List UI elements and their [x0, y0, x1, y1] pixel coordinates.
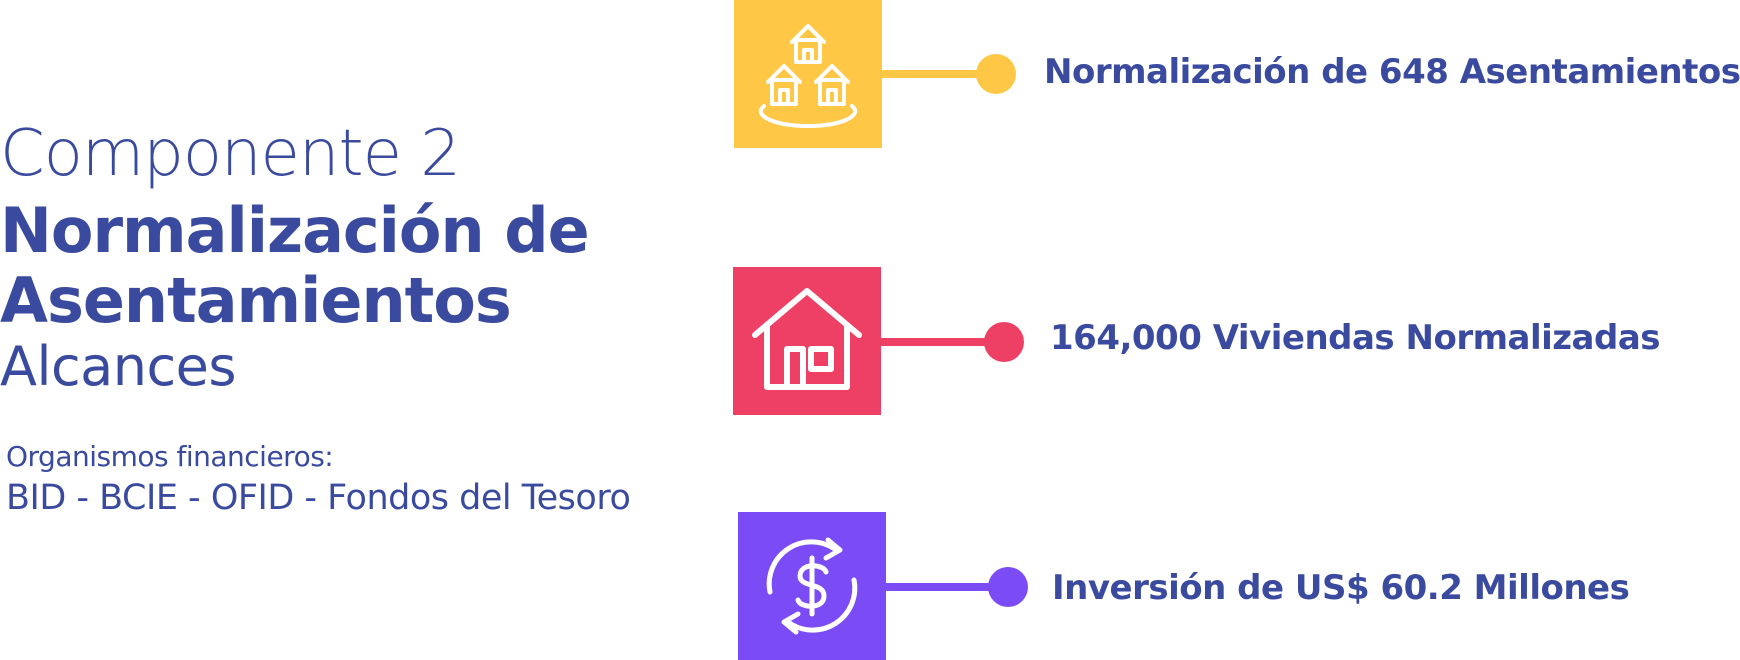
settlement-box — [734, 0, 882, 148]
funders-value: BID - BCIE - OFID - Fondos del Tesoro — [6, 478, 631, 518]
settlement-stat: Normalización de 648 Asentamientos — [1044, 52, 1740, 92]
settlement-houses-icon — [759, 24, 857, 128]
settlement-dot — [976, 54, 1016, 94]
page-title: Normalización de Asentamientos — [0, 194, 590, 337]
houses-stat: 164,000 Viviendas Normalizadas — [1050, 318, 1661, 358]
house-icon — [752, 288, 862, 390]
scope-label: Alcances — [0, 335, 237, 398]
houses-box — [733, 267, 881, 415]
settlement-connector — [882, 70, 992, 78]
left-panel: Componente 2 Normalización de Asentamien… — [0, 0, 680, 660]
investment-dot — [988, 567, 1028, 607]
houses-dot — [984, 322, 1024, 362]
investment-connector — [884, 583, 1004, 591]
title-line-2: Asentamientos — [0, 264, 512, 337]
houses-connector — [880, 338, 1000, 346]
funders-label: Organismos financieros: — [6, 440, 334, 473]
component-label: Componente 2 — [0, 117, 461, 191]
title-line-1: Normalización de — [0, 194, 590, 267]
investment-box — [738, 512, 886, 660]
dollar-exchange-icon — [766, 537, 858, 635]
investment-stat: Inversión de US$ 60.2 Millones — [1052, 568, 1630, 608]
